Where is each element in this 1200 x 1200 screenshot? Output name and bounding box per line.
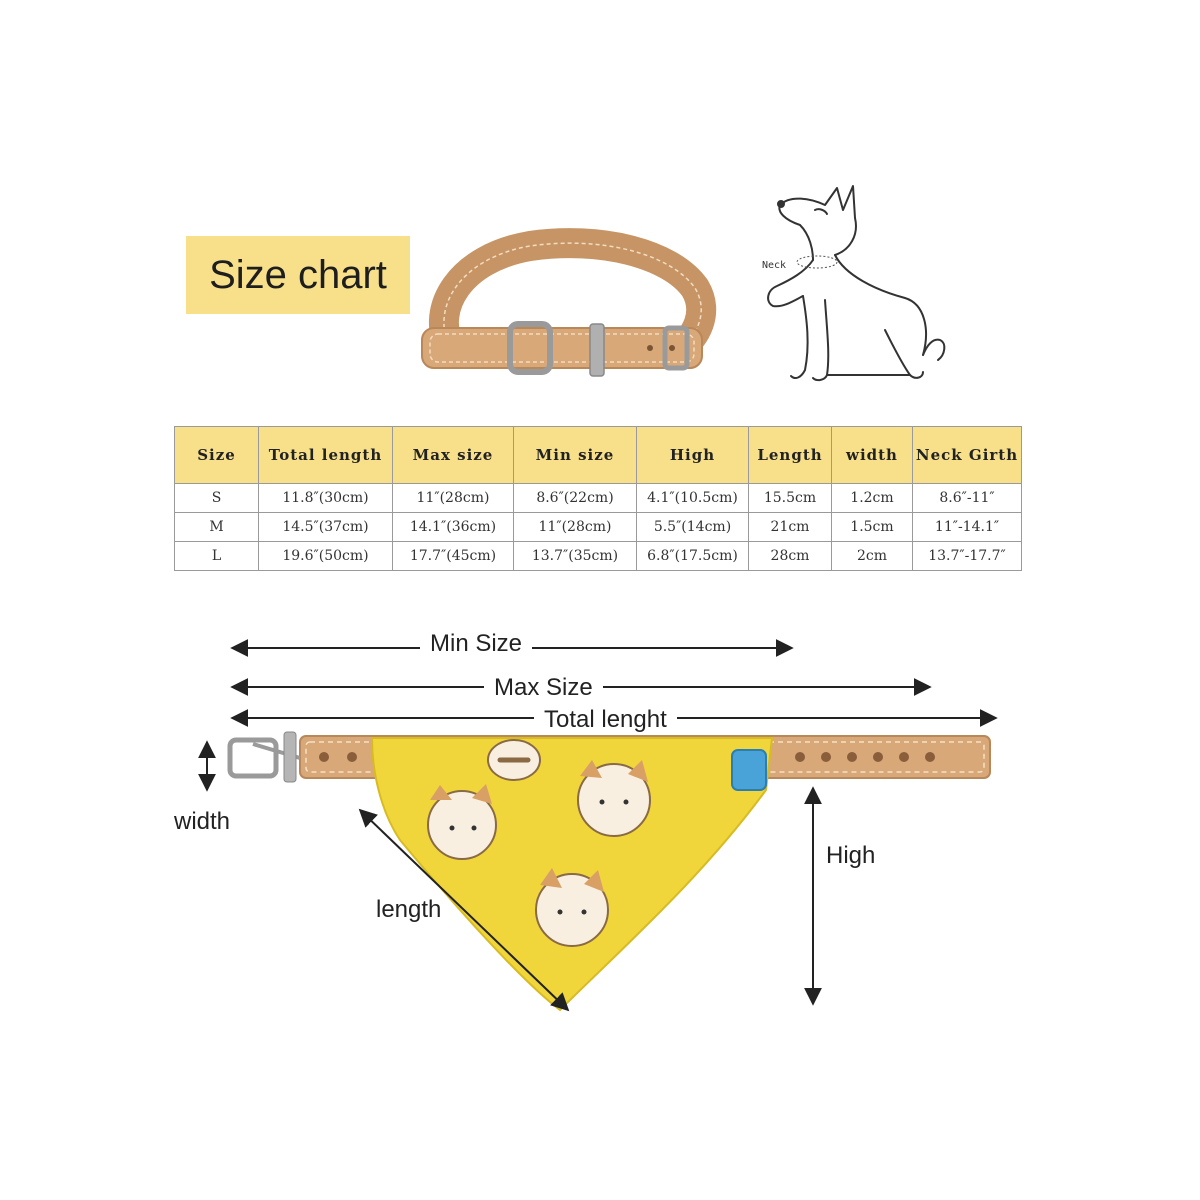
table-cell: 19.6″(50cm) <box>258 541 393 571</box>
table-cell: 11″(28cm) <box>392 483 514 513</box>
max-size-label: Max Size <box>484 674 603 702</box>
table-cell: 1.2cm <box>831 483 913 513</box>
high-label: High <box>816 842 886 870</box>
header-length: Length <box>748 426 832 484</box>
size-chart-title: Size chart <box>186 236 410 314</box>
table-cell: 28cm <box>748 541 832 571</box>
table-cell: 1.5cm <box>831 512 913 542</box>
length-arrow <box>358 808 570 1012</box>
table-cell: 11″(28cm) <box>513 512 637 542</box>
header-high: High <box>636 426 749 484</box>
header-max-size: Max size <box>392 426 514 484</box>
table-cell: 14.1″(36cm) <box>392 512 514 542</box>
buckle-icon <box>227 737 279 779</box>
table-cell: S <box>174 483 259 513</box>
table-cell: 8.6″(22cm) <box>513 483 637 513</box>
collar-image <box>421 228 717 377</box>
table-cell: 8.6″-11″ <box>912 483 1022 513</box>
header-min-size: Min size <box>513 426 637 484</box>
min-size-label: Min Size <box>420 630 533 658</box>
table-cell: 17.7″(45cm) <box>392 541 514 571</box>
table-cell: L <box>174 541 259 571</box>
table-row: L 19.6″(50cm) 17.7″(45cm) 13.7″(35cm) 6.… <box>174 541 1022 571</box>
header-width: width <box>831 426 913 484</box>
table-cell: 5.5″(14cm) <box>636 512 749 542</box>
total-length-label: Total lenght <box>534 706 677 734</box>
table-cell: 14.5″(37cm) <box>258 512 393 542</box>
table-cell: 13.7″-17.7″ <box>912 541 1022 571</box>
length-label: length <box>376 896 442 923</box>
table-cell: M <box>174 512 259 542</box>
table-cell: 4.1″(10.5cm) <box>636 483 749 513</box>
table-cell: 11.8″(30cm) <box>258 483 393 513</box>
table-cell: 15.5cm <box>748 483 832 513</box>
size-table: Size Total length Max size Min size High… <box>174 426 1022 571</box>
table-cell: 11″-14.1″ <box>912 512 1022 542</box>
table-cell: 6.8″(17.5cm) <box>636 541 749 571</box>
dog-sketch-icon <box>767 185 946 382</box>
table-row: S 11.8″(30cm) 11″(28cm) 8.6″(22cm) 4.1″(… <box>174 483 1022 513</box>
table-row: M 14.5″(37cm) 14.1″(36cm) 11″(28cm) 5.5″… <box>174 512 1022 542</box>
neck-label: Neck <box>762 260 787 271</box>
bandana-dimension-diagram <box>198 639 998 1012</box>
header-total-length: Total length <box>258 426 393 484</box>
table-cell: 21cm <box>748 512 832 542</box>
header-neck-girth: Neck Girth <box>912 426 1022 484</box>
table-header-row: Size Total length Max size Min size High… <box>174 426 1022 484</box>
table-cell: 13.7″(35cm) <box>513 541 637 571</box>
table-cell: 2cm <box>831 541 913 571</box>
header-size: Size <box>174 426 259 484</box>
width-label: width <box>164 808 241 836</box>
